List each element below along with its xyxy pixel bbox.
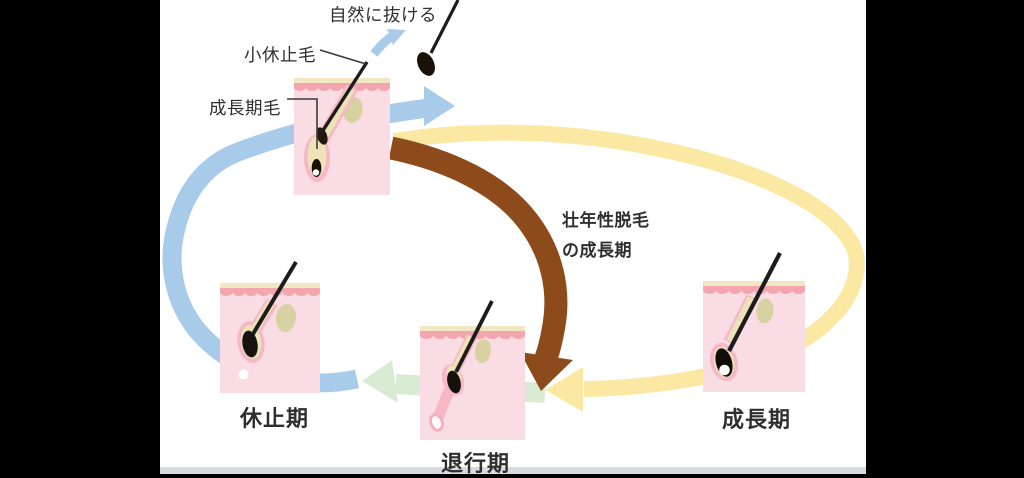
shed-arrow-band [370, 33, 394, 57]
follicle-channel-cream [453, 335, 474, 369]
label-pattern-baldness-line1: 壮年性脱毛 [562, 211, 650, 230]
skin-surface-layer [220, 283, 320, 288]
blue-arrowhead-icon [424, 86, 455, 126]
skin-section-resting [294, 61, 390, 195]
label-catagen-phase: 退行期 [441, 451, 511, 476]
pointer-line-anagen-hair [287, 98, 318, 149]
label-anagen-phase: 成長期 [722, 407, 792, 432]
label-telogen-phase: 休止期 [240, 406, 310, 431]
follicle-channel-cream [726, 296, 755, 343]
epidermis-scallop [294, 83, 390, 91]
brown-arrowhead-icon [520, 352, 573, 391]
green-arrowhead-icon [362, 360, 398, 403]
detached-hair-bulb [417, 52, 435, 76]
dermal-papilla-dot [238, 369, 249, 380]
detached-hair-shaft [429, 0, 460, 54]
shed-arrowhead-icon [387, 29, 406, 45]
dermal-papilla-dot [312, 169, 320, 176]
hair-shaft [727, 252, 782, 352]
label-shed-naturally: 自然に抜ける [329, 5, 437, 25]
sebaceous-gland [756, 298, 774, 324]
follicle-shrinking-tail [432, 387, 455, 421]
baldness-shortcut-brown-arrow [388, 136, 573, 391]
pointer-line-small-resting-hair [319, 49, 367, 65]
skin-section-catagen [420, 300, 525, 440]
epidermis-scallop [220, 288, 320, 296]
label-pattern-baldness-line2: の成長期 [562, 241, 632, 260]
skin-section-telogen [220, 260, 320, 393]
yellow-arrowhead-icon [545, 367, 583, 412]
epidermis-scallop [420, 331, 525, 339]
skin-surface-layer [703, 281, 805, 286]
epidermis-scallop [703, 286, 805, 294]
club-hair-bulb [242, 330, 258, 358]
shed-blue-arrow [370, 29, 406, 57]
sebaceous-gland [474, 339, 492, 363]
label-anagen-hair: 成長期毛 [209, 98, 281, 118]
hair-shaft [454, 300, 494, 373]
skin-section-anagen [703, 252, 805, 392]
skin-surface-layer [294, 78, 390, 83]
old-club-hair-root [316, 127, 328, 145]
skin-body [220, 283, 320, 393]
dermal-papilla-dot [431, 416, 442, 429]
club-hair-bulb [447, 370, 461, 394]
sebaceous-gland [275, 304, 297, 332]
footer-strip [160, 467, 866, 474]
label-small-resting-hair: 小休止毛 [244, 45, 316, 65]
skin-surface-layer [420, 326, 525, 331]
brown-arrow-band [388, 136, 568, 368]
hair-shaft [251, 260, 298, 336]
hair-shaft [320, 61, 369, 133]
label-pattern-baldness: 壮年性脱毛 の成長期 [562, 206, 650, 266]
dermal-papilla-dot [719, 364, 730, 376]
detached-hair [417, 0, 460, 76]
